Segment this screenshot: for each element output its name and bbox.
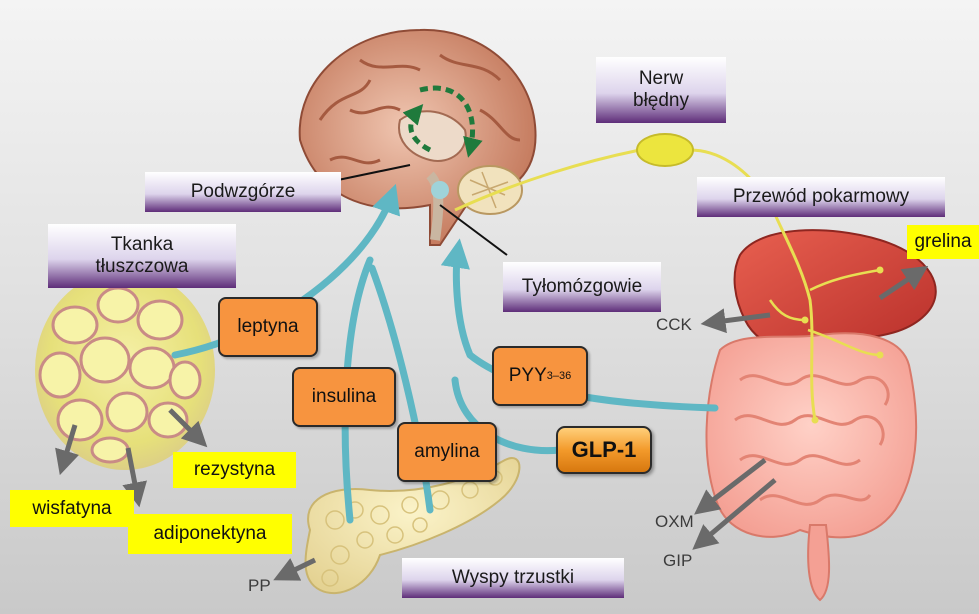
peptide-pp: PP [248,576,271,596]
peptide-cck: CCK [656,315,692,335]
hormone-amylin: amylina [397,422,497,482]
peptide-oxm: OXM [655,512,694,532]
digestive-tract-illustration [706,180,935,600]
label-hindbrain: Tyłomózgowie [503,262,661,312]
label-pancreatic-islets: Wyspy trzustki [402,558,624,598]
peptide-gip: GIP [663,551,692,571]
hormone-glp1: GLP-1 [556,426,652,474]
factor-visfatin: wisfatyna [10,490,134,527]
factor-adiponectin: adiponektyna [128,514,292,554]
adipose-tissue-illustration [35,270,215,470]
factor-resistin: rezystyna [173,452,296,488]
hormone-insulin: insulina [292,367,396,427]
label-vagus-nerve: Nerw błędny [596,57,726,123]
label-hypothalamus: Podwzgórze [145,172,341,212]
label-digestive-tract: Przewód pokarmowy [697,177,945,217]
hormone-leptin: leptyna [218,297,318,357]
brain-illustration [300,30,536,245]
pyy-subscript: 3–36 [547,370,571,382]
factor-ghrelin: grelina [907,225,979,259]
pyy-main-text: PYY [509,365,547,387]
label-adipose-tissue: Tkanka tłuszczowa [48,224,236,288]
